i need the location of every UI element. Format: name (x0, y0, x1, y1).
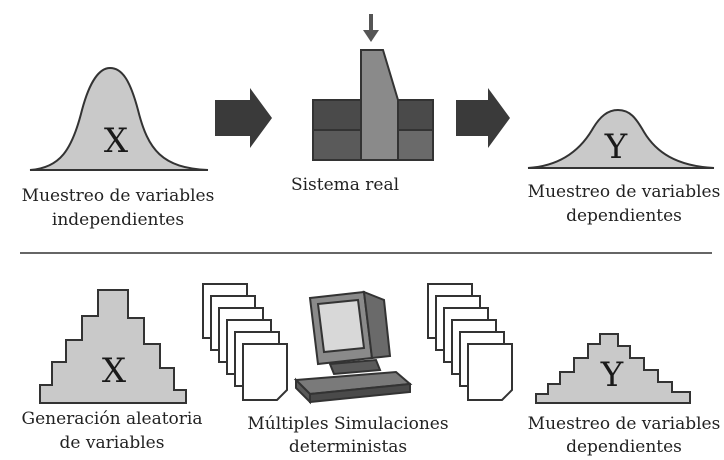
computer-icon (293, 290, 413, 405)
bottom-output-label-line1: Muestreo de variables (528, 414, 721, 434)
histogram-x-icon (39, 289, 187, 404)
bottom-x-variable: X (102, 351, 127, 391)
bottom-output-label-line2: dependientes (566, 437, 682, 457)
top-input-label-line1: Muestreo de variables (22, 186, 215, 206)
system-label: Sistema real (291, 175, 399, 195)
bottom-input-label-line1: Generación aleatoria (22, 409, 203, 429)
bottom-y-variable: Y (600, 355, 624, 395)
sim-label-line2: deterministas (289, 437, 407, 457)
top-output-label-line1: Muestreo de variables (528, 182, 721, 202)
top-x-variable: X (104, 121, 129, 161)
real-system-icon (312, 14, 434, 161)
right-arrow-icon (456, 88, 510, 148)
bottom-input-label-line2: de variables (60, 433, 165, 453)
right-arrow-icon (215, 88, 272, 148)
top-output-label-line2: dependientes (566, 206, 682, 226)
bell-curve-y-icon (527, 108, 715, 169)
document-stack-icon (427, 283, 513, 401)
sim-label-line1: Múltiples Simulaciones (247, 414, 448, 434)
document-stack-icon (202, 283, 288, 401)
top-y-variable: Y (604, 127, 628, 167)
bell-curve-x-icon (29, 66, 209, 171)
top-input-label-line2: independientes (52, 210, 184, 230)
histogram-y-icon (535, 333, 691, 404)
